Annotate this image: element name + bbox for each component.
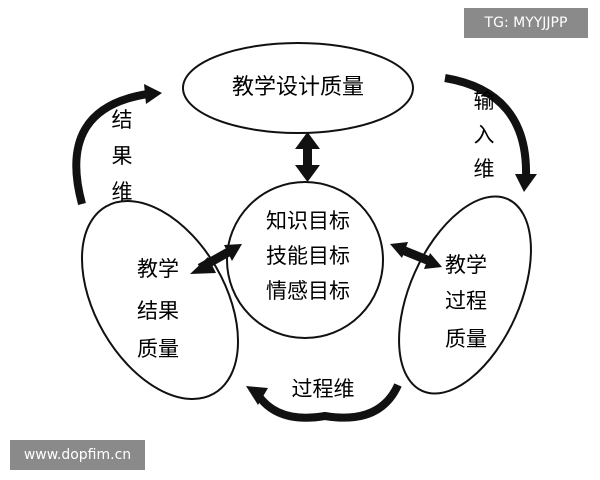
- process-quality-line-1: 教学: [445, 253, 487, 277]
- design-quality-label: 教学设计质量: [232, 75, 364, 100]
- double-arrow-left: [190, 244, 242, 274]
- input-dimension-char-3: 维: [474, 157, 495, 181]
- input-dimension-char-1: 输: [474, 89, 495, 113]
- goals-circle: [226, 181, 384, 339]
- input-dimension-arrow: [444, 74, 537, 192]
- process-quality-line-2: 过程: [445, 289, 487, 313]
- watermark-top-right: TG: MYYJJPP: [464, 8, 588, 38]
- goal-knowledge: 知识目标: [266, 209, 350, 233]
- design-quality-ellipse: [182, 42, 414, 134]
- result-quality-line-2: 结果: [137, 299, 179, 323]
- result-dimension-char-1: 结: [112, 108, 133, 132]
- result-quality-line-3: 质量: [137, 337, 179, 361]
- process-quality-line-3: 质量: [445, 327, 487, 351]
- process-dimension-arrow: [246, 383, 402, 422]
- result-dimension-arrow: [72, 84, 162, 206]
- goal-emotion: 情感目标: [266, 279, 350, 303]
- process-dimension-label: 过程维: [292, 377, 355, 401]
- double-arrow-top: [295, 132, 320, 182]
- input-dimension-char-2: 入: [474, 123, 495, 147]
- goal-skills: 技能目标: [266, 244, 350, 268]
- result-quality-ellipse: [80, 199, 240, 401]
- result-dimension-char-2: 果: [112, 144, 133, 168]
- process-quality-ellipse: [398, 195, 532, 395]
- watermark-bottom-left: www.dopfim.cn: [10, 440, 145, 470]
- result-quality-line-1: 教学: [137, 257, 179, 281]
- double-arrow-right: [390, 242, 442, 269]
- result-dimension-char-3: 维: [112, 180, 133, 204]
